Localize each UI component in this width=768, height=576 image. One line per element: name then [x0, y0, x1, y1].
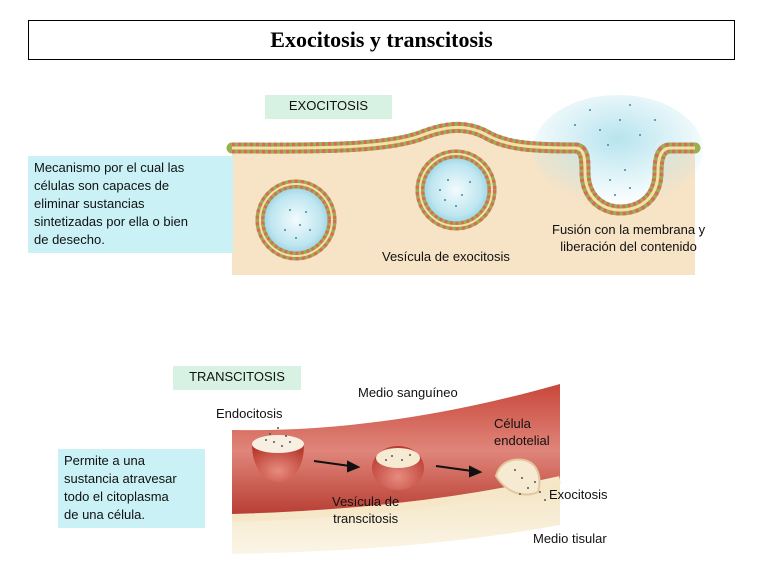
- medio-sanguineo-label: Medio sanguíneo: [358, 385, 458, 400]
- exocitosis-description: Mecanismo por el cual las células son ca…: [28, 156, 233, 253]
- exocytosis-illustration: [226, 95, 703, 275]
- vesicula-transcitosis-label: Vesícula de transcitosis: [332, 494, 400, 526]
- fusion-label: Fusión con la membrana y liberación del …: [552, 222, 706, 254]
- exocitosis-label-2: Exocitosis: [549, 487, 608, 502]
- page-title: Exocitosis y transcitosis: [28, 20, 735, 60]
- medio-tisular-label: Medio tisular: [533, 531, 607, 546]
- arrow-1: [313, 460, 361, 473]
- celula-endotelial-label: Célula endotelial: [494, 416, 550, 448]
- transcitosis-label: TRANSCITOSIS: [173, 366, 301, 390]
- transcytosis-vesicle: [372, 446, 424, 490]
- vesicle-exocytosis-label: Vesícula de exocitosis: [382, 249, 510, 264]
- vesicle-2: [415, 149, 497, 231]
- exocitosis-label: EXOCITOSIS: [265, 95, 392, 119]
- endocitosis-label: Endocitosis: [216, 406, 283, 421]
- arrow-2: [435, 465, 483, 478]
- transcitosis-description: Permite a una sustancia atravesar todo e…: [58, 449, 205, 528]
- endocytosis-vesicle: [252, 435, 304, 482]
- vesicle-1: [255, 179, 337, 261]
